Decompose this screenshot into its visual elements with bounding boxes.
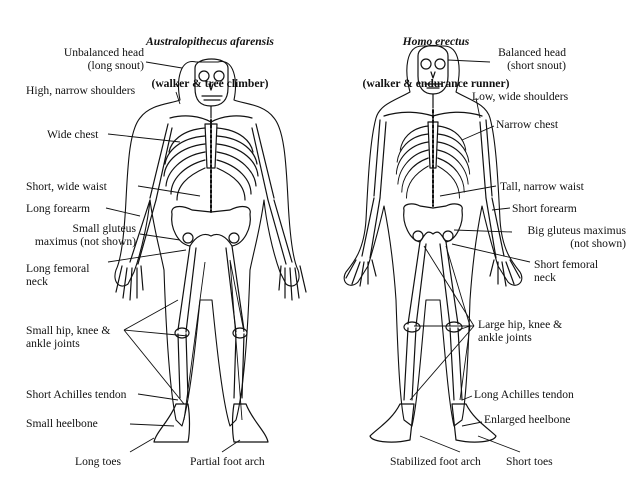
right-skull	[417, 44, 449, 95]
label-unbalanced-head: Unbalanced head (long snout)	[63, 46, 144, 72]
label-small-joints: Small hip, knee & ankle joints	[26, 324, 111, 350]
left-species-name: Australopithecus afarensis	[146, 35, 274, 48]
label-long-toes: Long toes	[75, 455, 122, 468]
label-long-forearm: Long forearm	[26, 202, 91, 215]
label-low-wide-shoulders: Low, wide shoulders	[472, 90, 569, 103]
label-partial-foot-arch: Partial foot arch	[190, 455, 265, 468]
left-figure-title: Australopithecus afarensis (walker & tre…	[122, 7, 298, 119]
label-short-toes: Short toes	[506, 455, 553, 468]
homo-erectus-skeleton	[343, 44, 523, 443]
label-small-gluteus: Small gluteus maximus (not shown)	[34, 222, 136, 248]
label-short-achilles: Short Achilles tendon	[26, 388, 127, 401]
label-long-femoral-neck: Long femoral neck	[26, 262, 90, 288]
right-leader-lines	[409, 59, 531, 453]
label-balanced-head: Balanced head (short snout)	[498, 46, 566, 72]
right-figure-title: Homo erectus (walker & endurance runner)	[342, 7, 530, 119]
left-body-outline	[114, 61, 300, 427]
left-leader-lines	[105, 61, 245, 453]
label-big-gluteus: Big gluteus maximus (not shown)	[527, 224, 626, 250]
right-body-outline	[343, 45, 523, 427]
label-long-achilles: Long Achilles tendon	[474, 388, 574, 401]
australopithecus-skeleton	[114, 58, 307, 443]
label-short-femoral-neck: Short femoral neck	[534, 258, 599, 284]
label-short-wide-waist: Short, wide waist	[26, 180, 107, 193]
label-short-forearm: Short forearm	[512, 202, 577, 215]
label-enlarged-heelbone: Enlarged heelbone	[484, 413, 571, 426]
label-high-narrow-shoulders: High, narrow shoulders	[26, 84, 136, 97]
label-stabilized-foot-arch: Stabilized foot arch	[390, 455, 481, 468]
label-small-heelbone: Small heelbone	[26, 417, 98, 430]
right-species-name: Homo erectus	[402, 35, 470, 48]
label-large-joints: Large hip, knee & ankle joints	[478, 318, 563, 344]
left-skull	[194, 58, 229, 107]
label-narrow-chest: Narrow chest	[496, 118, 559, 131]
label-wide-chest: Wide chest	[47, 128, 99, 141]
left-figure-subtitle: (walker & tree climber)	[151, 77, 269, 90]
label-tall-narrow-waist: Tall, narrow waist	[500, 180, 584, 193]
right-figure-subtitle: (walker & endurance runner)	[362, 77, 510, 90]
